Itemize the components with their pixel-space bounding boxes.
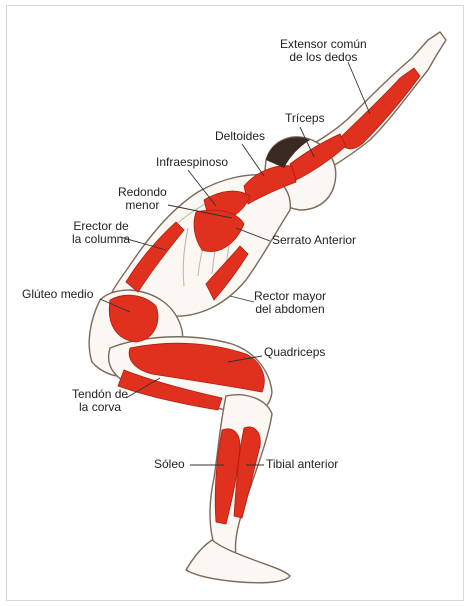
label-extensor-line2: de los dedos xyxy=(280,51,367,64)
label-serrato: Serrato Anterior xyxy=(272,234,356,247)
leader-rector xyxy=(230,296,254,302)
label-soleo-text: Sóleo xyxy=(154,458,185,471)
leader-extensor xyxy=(348,62,370,114)
label-tibial-text: Tibial anterior xyxy=(266,458,338,471)
label-erector-line2: la columna xyxy=(72,233,130,246)
label-tendon-line2: la corva xyxy=(72,401,128,414)
label-tibial: Tibial anterior xyxy=(266,458,338,471)
label-triceps-text: Tríceps xyxy=(285,112,325,125)
label-soleo: Sóleo xyxy=(154,458,185,471)
label-erector: Erector de la columna xyxy=(72,220,130,246)
label-triceps: Tríceps xyxy=(285,112,325,125)
leader-deltoides xyxy=(242,144,264,176)
label-deltoides-text: Deltoides xyxy=(215,130,265,143)
label-deltoides: Deltoides xyxy=(215,130,265,143)
label-infraespinoso: Infraespinoso xyxy=(156,156,228,169)
extensor-muscle xyxy=(340,68,420,149)
label-quadriceps: Quadriceps xyxy=(264,346,325,359)
label-infraespinoso-text: Infraespinoso xyxy=(156,156,228,169)
label-rector: Rector mayor del abdomen xyxy=(254,290,326,316)
label-redondo: Redondo menor xyxy=(118,186,167,212)
label-tendon: Tendón de la corva xyxy=(72,388,128,414)
label-quadriceps-text: Quadriceps xyxy=(264,346,325,359)
label-gluteo-text: Glúteo medio xyxy=(22,288,93,301)
label-serrato-text: Serrato Anterior xyxy=(272,234,356,247)
label-gluteo: Glúteo medio xyxy=(22,288,93,301)
label-rector-line2: del abdomen xyxy=(254,303,326,316)
label-redondo-line2: menor xyxy=(118,199,167,212)
label-extensor: Extensor común de los dedos xyxy=(280,38,367,64)
foot-outline xyxy=(186,540,290,583)
